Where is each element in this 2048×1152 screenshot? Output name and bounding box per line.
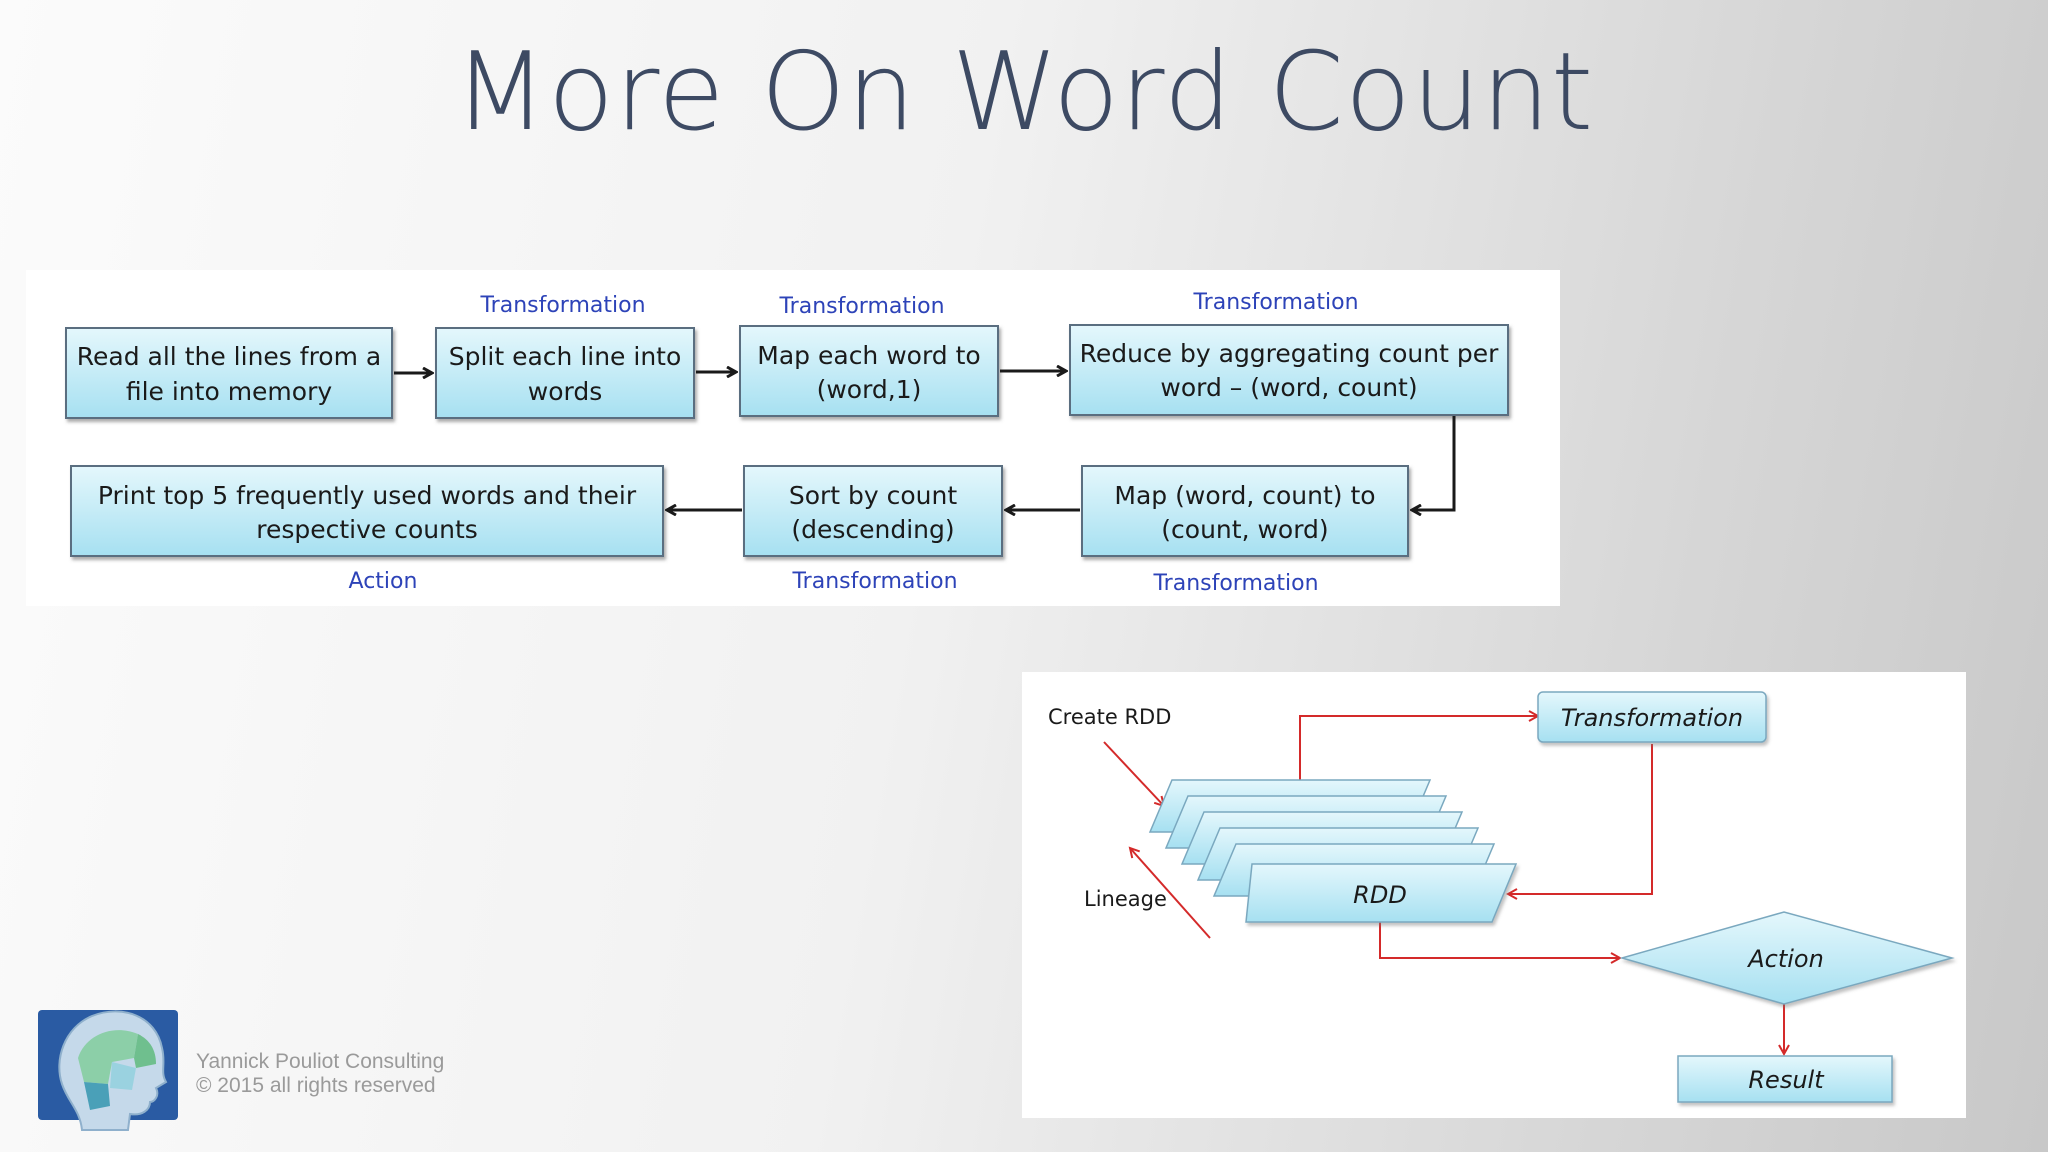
step-sort-line2: (descending) (791, 515, 954, 544)
word-count-flow-panel: Read all the lines from a file into memo… (26, 270, 1560, 606)
arrow-transformation-to-rdd (1508, 744, 1653, 894)
footer-credit: Yannick Pouliot Consulting © 2015 all ri… (196, 1050, 444, 1098)
rdd-layer-6 (1245, 863, 1518, 923)
rdd-lineage-panel: Create RDD Lineage RDD Transformation Ac… (1022, 672, 1966, 1118)
step-read-line1: Read all the lines from a (77, 342, 381, 371)
step-reduce-box (1069, 324, 1509, 416)
step-map1-box (739, 325, 999, 417)
slide-title: More On Word Count (453, 30, 1595, 155)
arrow-lineage (1130, 848, 1211, 939)
arrow-create-rdd (1103, 741, 1164, 806)
arrow-reduce-to-map2 (1412, 416, 1456, 510)
transformation-box (1537, 691, 1767, 743)
step-sort-box (743, 465, 1003, 557)
word-count-flow-diagram: Read all the lines from a file into memo… (65, 290, 1509, 596)
rdd-lineage-diagram: Create RDD Lineage RDD Transformation Ac… (1048, 691, 1955, 1103)
result-label: Result (1748, 1066, 1825, 1094)
step-split-line2: words (528, 377, 602, 406)
step-map2-box (1081, 465, 1409, 557)
result-box (1677, 1055, 1893, 1103)
step-map2-line2: (count, word) (1161, 515, 1328, 544)
action-diamond (1619, 911, 1955, 1005)
lineage-label: Lineage (1084, 887, 1167, 911)
footer-company: Yannick Pouliot Consulting (196, 1050, 445, 1073)
step-reduce-line1: Reduce by aggregating count per (1080, 339, 1500, 368)
step-split-line1: Split each line into (449, 342, 682, 371)
step-sort-type-label: Transformation (791, 569, 957, 594)
rdd-label: RDD (1353, 881, 1407, 909)
step-sort-line1: Sort by count (789, 481, 958, 510)
step-split-box (435, 327, 695, 419)
step-map2-type-label: Transformation (1152, 571, 1318, 596)
step-reduce-type-label: Transformation (1192, 290, 1358, 315)
puzzle-head-logo-icon (38, 1010, 178, 1131)
arrow-rdd-to-transformation (1299, 716, 1538, 780)
step-map2-line1: Map (word, count) to (1114, 481, 1375, 510)
step-print-type-label: Action (349, 569, 418, 594)
step-read-line2: file into memory (126, 377, 333, 406)
action-label: Action (1746, 945, 1824, 973)
transformation-label: Transformation (1561, 704, 1743, 732)
step-map1-line2: (word,1) (817, 375, 922, 404)
step-reduce-line2: word – (word, count) (1160, 373, 1417, 402)
step-map1-line1: Map each word to (757, 341, 980, 370)
footer-copyright: © 2015 all rights reserved (196, 1074, 436, 1097)
arrow-rdd-to-action (1379, 922, 1620, 958)
step-map1-type-label: Transformation (778, 294, 944, 319)
step-split-type-label: Transformation (479, 293, 645, 318)
step-print-line2: respective counts (256, 515, 478, 544)
step-print-line1: Print top 5 frequently used words and th… (98, 481, 637, 510)
step-print-box (70, 465, 664, 557)
step-read-box (65, 327, 393, 419)
create-rdd-label: Create RDD (1048, 705, 1171, 729)
